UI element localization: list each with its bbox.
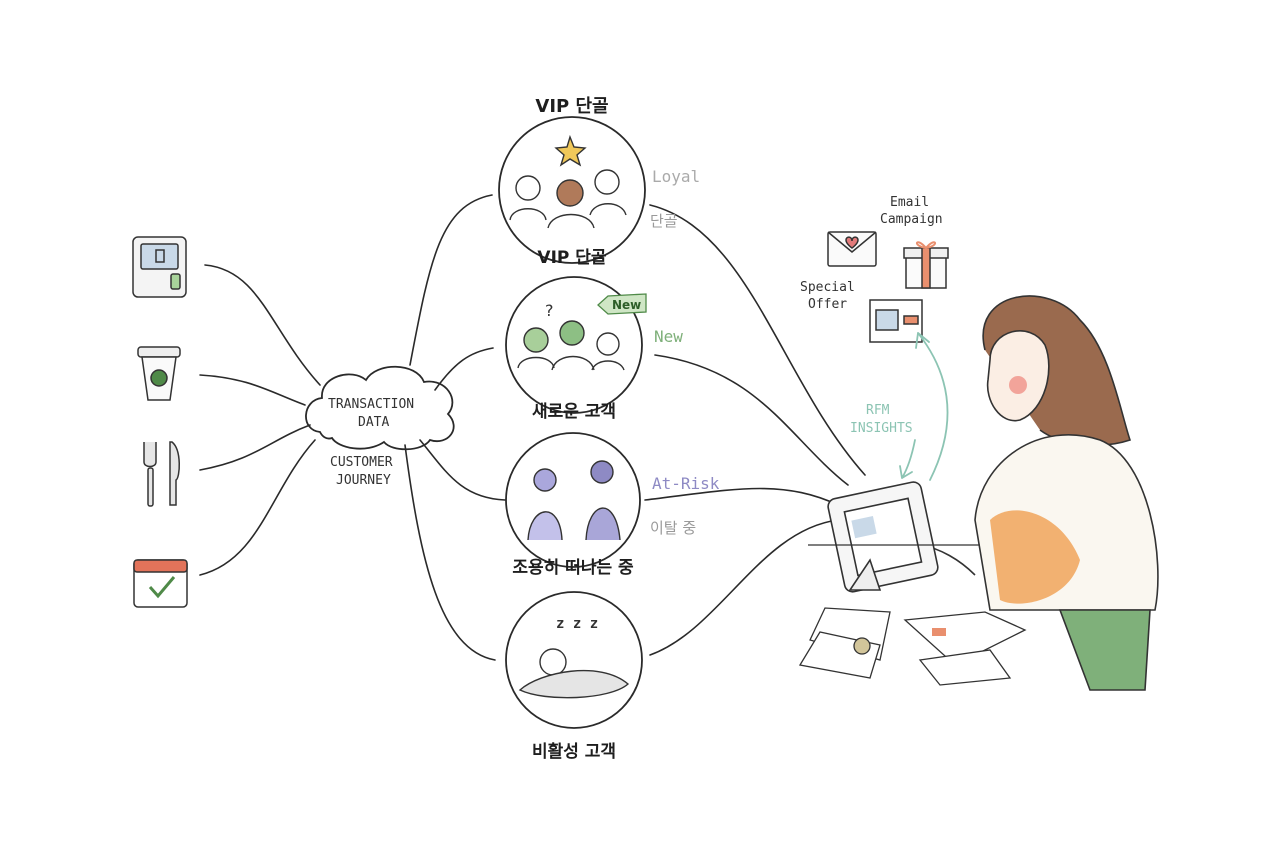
- gift-box-icon: [904, 242, 948, 288]
- special-offer-line1: Special: [800, 280, 855, 295]
- zzz-label: z z z: [556, 616, 598, 632]
- connector-vip: [410, 195, 492, 365]
- rfm-insights-line2: INSIGHTS: [850, 421, 913, 436]
- customer-journey-line1: CUSTOMER: [330, 455, 393, 470]
- connector-inactive-tablet: [650, 520, 838, 655]
- atrisk-circle: [506, 433, 640, 567]
- connector-new-tablet: [655, 355, 848, 485]
- connector-atrisk: [420, 440, 505, 500]
- special-offer-line2: Offer: [808, 297, 847, 312]
- loyal-tag: Loyal: [652, 167, 700, 186]
- connector-pos: [205, 265, 320, 385]
- vip-title: VIP 단골: [537, 243, 606, 268]
- new-title: 새로운 고객: [532, 397, 616, 422]
- email-campaign-line2: Campaign: [880, 212, 943, 227]
- connector-coffee: [200, 375, 305, 405]
- rfm-insights-line1: RFM: [866, 403, 889, 418]
- vip-title-top: VIP 단골: [535, 92, 608, 118]
- atrisk-tag-ko: 이탈 중: [650, 517, 696, 538]
- connector-inactive: [405, 445, 495, 660]
- customer-journey-line2: JOURNEY: [336, 473, 391, 488]
- atrisk-title: 조용히 떠나는 중: [512, 553, 633, 578]
- svg-text:New: New: [612, 298, 641, 312]
- email-campaign-line1: Email: [890, 195, 929, 210]
- svg-text:?: ?: [545, 301, 554, 320]
- calendar-check-icon: [134, 560, 187, 607]
- fork-knife-icon: [144, 442, 179, 506]
- inactive-title: 비활성 고객: [532, 737, 616, 762]
- loyal-tag-ko: 단골: [650, 210, 678, 231]
- coffee-cup-icon: [138, 347, 180, 400]
- insight-arrow-up: [916, 333, 947, 480]
- connector-fork: [200, 425, 310, 470]
- new-tag: New: [654, 327, 683, 346]
- webpage-icon: [870, 300, 922, 342]
- hub-label-line1: TRANSACTION: [328, 397, 414, 412]
- inactive-circle: [506, 592, 642, 728]
- hub-label-line2: DATA: [358, 415, 389, 430]
- atrisk-tag: At-Risk: [652, 474, 719, 493]
- insight-arrow-down: [900, 440, 915, 478]
- tablet-device[interactable]: [827, 481, 940, 594]
- connector-calendar: [200, 440, 315, 575]
- connector-new: [435, 348, 493, 390]
- email-envelope-icon: [828, 232, 876, 266]
- pos-terminal-icon: [133, 237, 186, 297]
